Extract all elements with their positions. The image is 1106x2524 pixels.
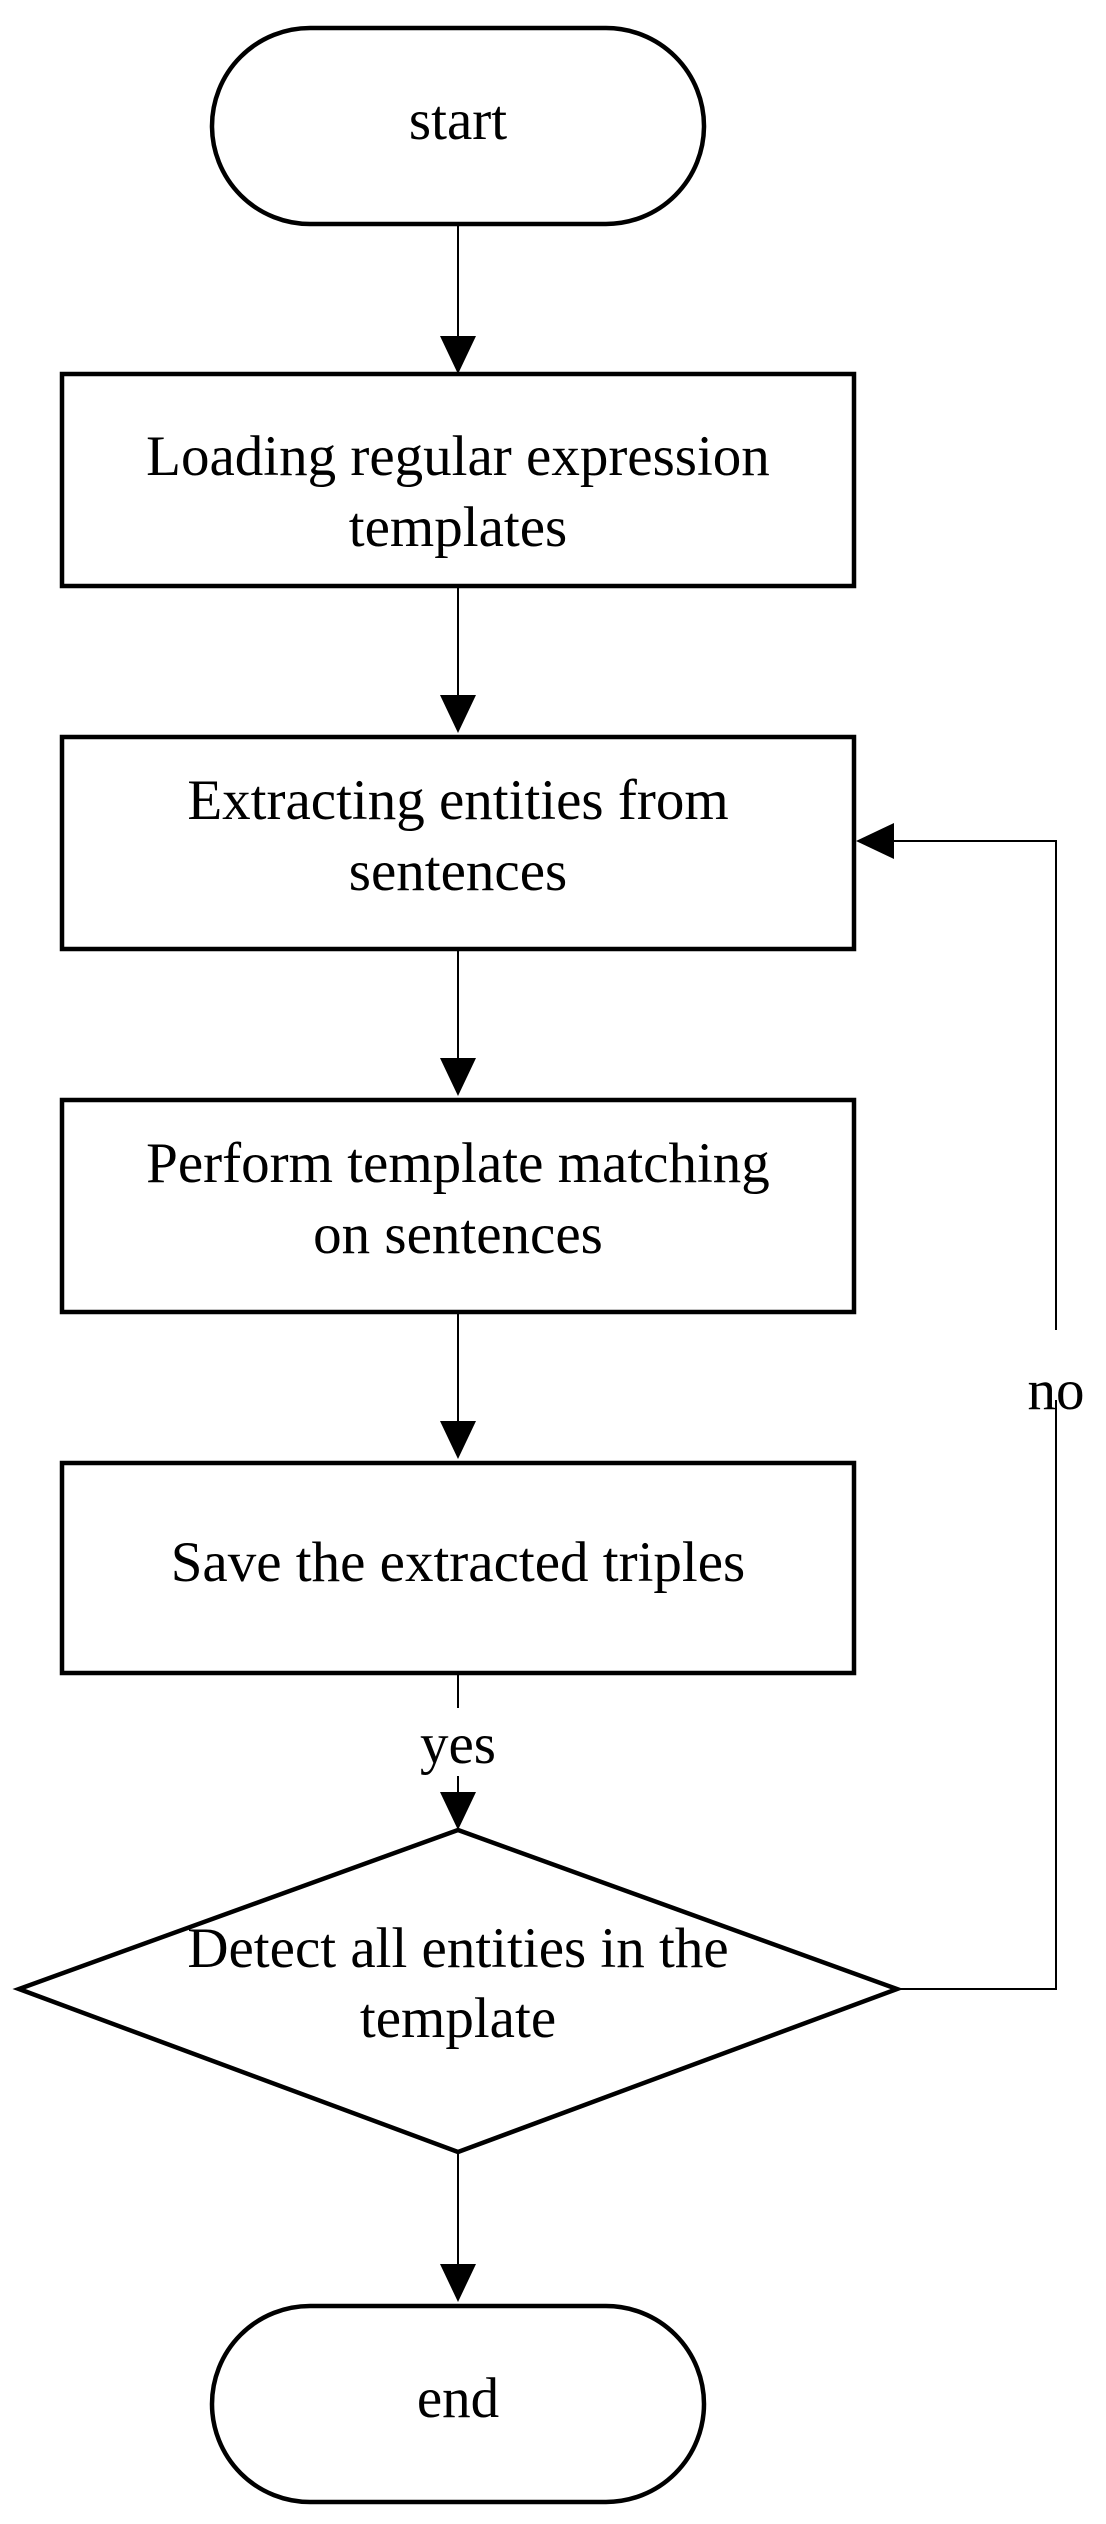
step-extract-entities: Extracting entities from sentences bbox=[59, 734, 857, 952]
yes-label: yes bbox=[420, 1713, 496, 1776]
step-extract-line-2: sentences bbox=[349, 840, 567, 903]
step-load-line-1: Loading regular expression bbox=[146, 425, 770, 488]
decision-line-2: template bbox=[360, 1987, 556, 2050]
start-terminal: start bbox=[209, 25, 707, 227]
arrowhead-save bbox=[440, 1421, 476, 1459]
arrowhead-end bbox=[440, 2264, 476, 2302]
arrowhead-match bbox=[440, 1058, 476, 1096]
step-save-label: Save the extracted triples bbox=[171, 1531, 746, 1594]
step-template-matching: Perform template matching on sentences bbox=[59, 1097, 857, 1315]
connector-no-loop-upper bbox=[888, 840, 1057, 1330]
arrowhead-extract bbox=[440, 695, 476, 733]
end-terminal: end bbox=[209, 2303, 707, 2505]
no-label: no bbox=[1028, 1359, 1085, 1422]
step-save-triples: Save the extracted triples bbox=[59, 1460, 857, 1676]
connectors bbox=[440, 224, 1057, 2302]
arrowhead-load bbox=[440, 336, 476, 374]
decision-detect-entities: Detect all entities in the template bbox=[12, 1827, 904, 2155]
step-match-line-1: Perform template matching bbox=[146, 1132, 770, 1195]
arrowhead-no-loop bbox=[856, 823, 894, 859]
arrowhead-decision bbox=[440, 1792, 476, 1830]
step-extract-line-1: Extracting entities from bbox=[187, 769, 728, 832]
start-label: start bbox=[409, 89, 507, 152]
connector-no-loop-back bbox=[897, 1400, 1057, 1990]
step-load-templates: Loading regular expression templates bbox=[59, 371, 857, 589]
decision-line-1: Detect all entities in the bbox=[187, 1917, 728, 1980]
step-match-line-2: on sentences bbox=[313, 1203, 603, 1266]
end-label: end bbox=[417, 2367, 499, 2430]
step-load-line-2: templates bbox=[349, 496, 567, 559]
